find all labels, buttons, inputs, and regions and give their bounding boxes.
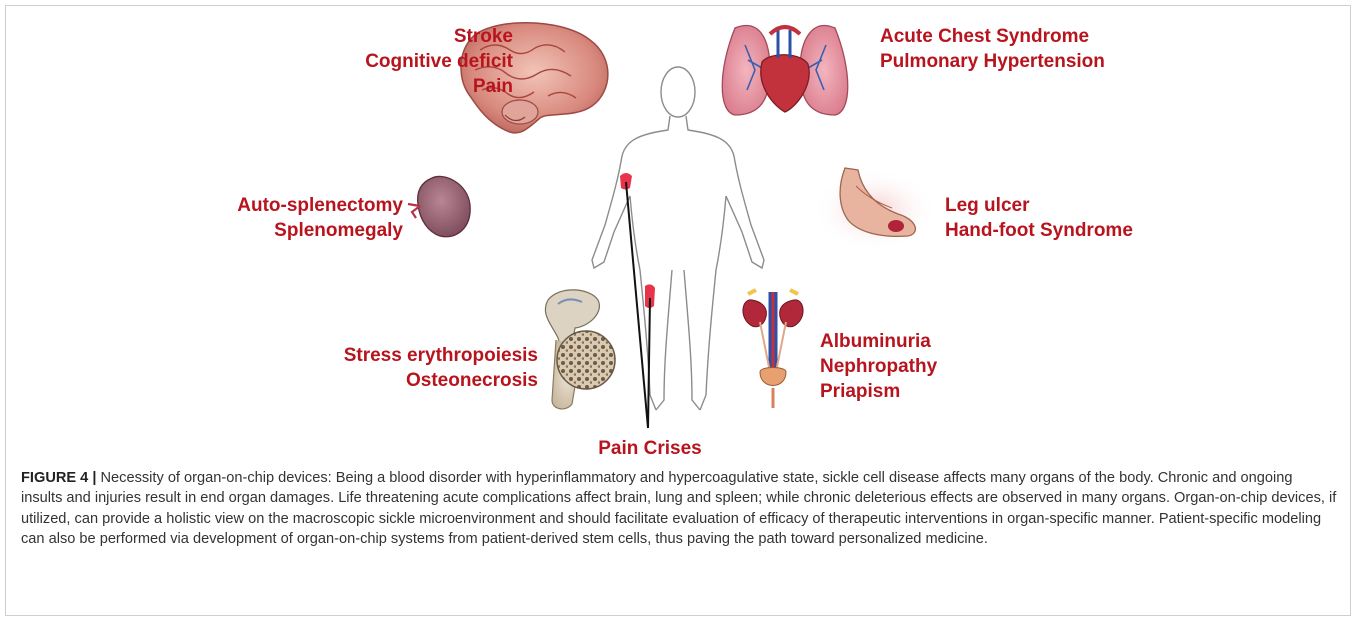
bone-label-stress-erythropoiesis: Stress erythropoiesis	[344, 343, 538, 368]
foot-illustration	[813, 168, 937, 252]
bone-label-osteonecrosis: Osteonecrosis	[344, 368, 538, 393]
spleen-complications-label: Auto-splenectomy Splenomegaly	[237, 193, 403, 243]
foot-label-leg-ulcer: Leg ulcer	[945, 193, 1133, 218]
kidney-complications-label: Albuminuria Nephropathy Priapism	[820, 329, 937, 404]
lung-label-acute-chest-syndrome: Acute Chest Syndrome	[880, 24, 1105, 49]
kidney-label-albuminuria: Albuminuria	[820, 329, 937, 354]
spleen-label-auto-splenectomy: Auto-splenectomy	[237, 193, 403, 218]
pointer-line-arm	[626, 182, 648, 428]
figure-number: FIGURE 4 |	[21, 470, 96, 486]
spleen-illustration	[408, 176, 470, 236]
kidney-label-nephropathy: Nephropathy	[820, 354, 937, 379]
foot-label-hand-foot-syndrome: Hand-foot Syndrome	[945, 218, 1133, 243]
brain-label-pain: Pain	[365, 74, 513, 99]
foot-complications-label: Leg ulcer Hand-foot Syndrome	[945, 193, 1133, 243]
human-body-outline	[592, 67, 764, 410]
bone-illustration	[545, 290, 615, 409]
pointer-line-leg	[648, 298, 650, 428]
bone-complications-label: Stress erythropoiesis Osteonecrosis	[344, 343, 538, 393]
lung-heart-illustration	[722, 26, 848, 115]
kidney-label-priapism: Priapism	[820, 379, 937, 404]
caption-text: Necessity of organ-on-chip devices: Bein…	[21, 470, 1336, 547]
brain-complications-label: Stroke Cognitive deficit Pain	[365, 24, 513, 99]
spleen-label-splenomegaly: Splenomegaly	[237, 218, 403, 243]
lung-complications-label: Acute Chest Syndrome Pulmonary Hypertens…	[880, 24, 1105, 74]
figure-caption: FIGURE 4 | Necessity of organ-on-chip de…	[21, 468, 1337, 550]
kidney-illustration	[743, 290, 803, 408]
lung-label-pulmonary-hypertension: Pulmonary Hypertension	[880, 49, 1105, 74]
brain-label-cognitive-deficit: Cognitive deficit	[365, 49, 513, 74]
pain-crises-label: Pain Crises	[570, 436, 730, 461]
brain-label-stroke: Stroke	[365, 24, 513, 49]
